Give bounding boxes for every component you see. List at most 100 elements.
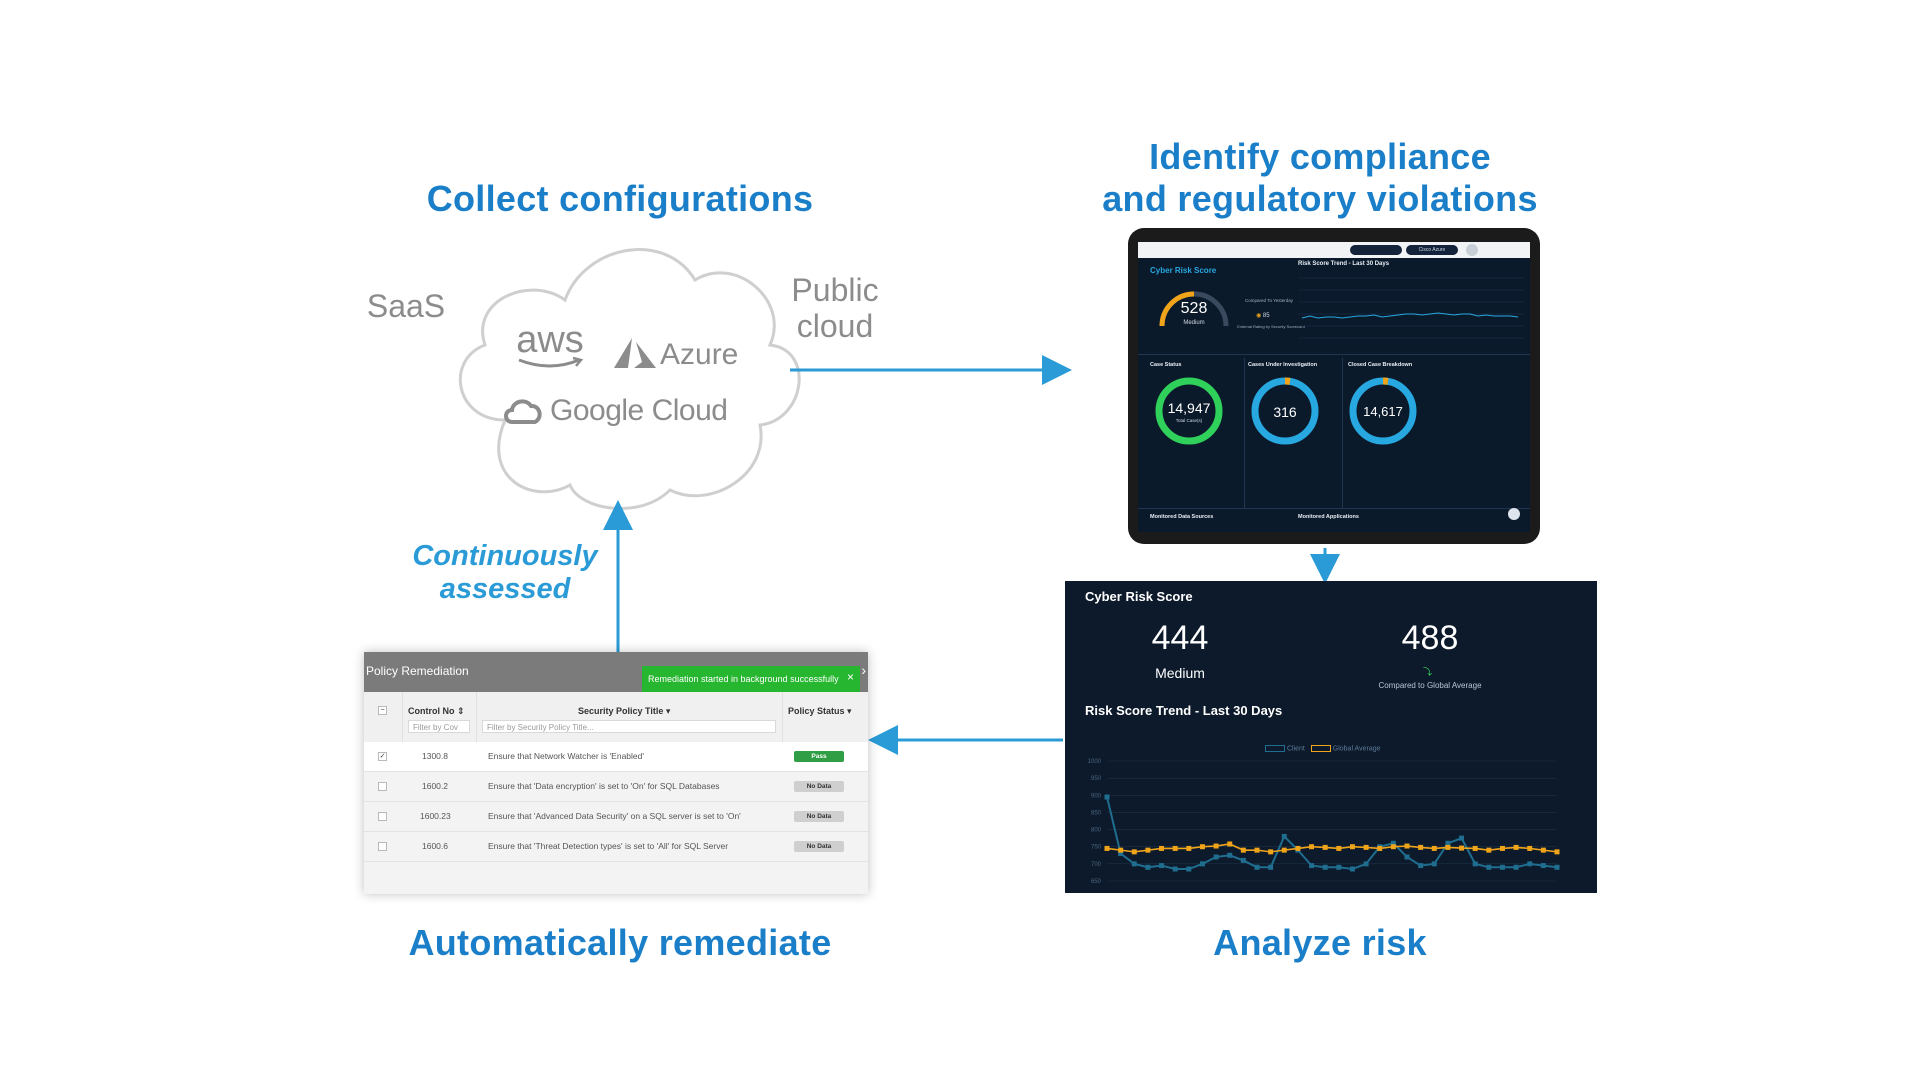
select-all-checkbox[interactable]: − xyxy=(378,706,387,715)
data-point xyxy=(1404,854,1410,860)
status-badge: Pass xyxy=(794,751,844,762)
data-point xyxy=(1418,863,1424,869)
data-point xyxy=(1199,844,1205,850)
data-point xyxy=(1295,845,1301,851)
data-point xyxy=(1527,845,1533,851)
global-score-value: 488 xyxy=(1401,619,1459,657)
data-point xyxy=(1513,844,1519,850)
y-tick-label: 700 xyxy=(1091,862,1102,868)
dashboard-pill-right[interactable]: Cisco Azure xyxy=(1406,245,1458,255)
risk-panel-title: Cyber Risk Score xyxy=(1085,589,1193,604)
data-point xyxy=(1499,845,1505,851)
data-point xyxy=(1554,864,1560,870)
continuously-line1: Continuously xyxy=(412,540,598,572)
row-title: Ensure that 'Advanced Data Security' on … xyxy=(488,811,741,821)
data-point xyxy=(1281,833,1287,839)
public-cloud-label: Public cloud xyxy=(770,272,900,344)
cloud-shape xyxy=(458,248,801,510)
data-point xyxy=(1145,864,1151,870)
data-point xyxy=(1540,863,1546,869)
legend-global-label: Global Average xyxy=(1332,745,1381,753)
row-control: 1300.8 xyxy=(422,751,448,761)
data-point xyxy=(1254,847,1260,853)
heading-remediate: Automatically remediate xyxy=(408,922,832,963)
chart-legend: Client Global Average xyxy=(1265,745,1381,752)
close-icon[interactable]: × xyxy=(846,670,854,684)
filter-control-input[interactable]: Filter by Cov xyxy=(408,720,470,733)
gauge-value: 528 xyxy=(1180,300,1208,317)
scroll-button[interactable] xyxy=(1508,508,1520,520)
chevron-right-icon[interactable]: › xyxy=(861,662,866,678)
data-point xyxy=(1336,864,1342,870)
policy-title: Policy Remediation xyxy=(366,664,469,678)
data-point xyxy=(1499,864,1505,870)
row-checkbox[interactable] xyxy=(378,812,387,821)
data-point xyxy=(1486,847,1492,853)
data-point xyxy=(1472,845,1478,851)
aws-logo: aws xyxy=(505,321,595,370)
external-rating-label: External Rating by Security Scorecard xyxy=(1237,324,1305,329)
data-point xyxy=(1431,845,1437,851)
table-row[interactable]: 1600.23 Ensure that 'Advanced Data Secur… xyxy=(364,802,868,832)
public-cloud-line1: Public xyxy=(791,272,879,308)
table-row[interactable]: ✓ 1300.8 Ensure that Network Watcher is … xyxy=(364,742,868,772)
data-point xyxy=(1377,845,1383,851)
tablet-dashboard: Cisco Azure Cyber Risk Score 528 Medium … xyxy=(1128,228,1540,544)
trend-down-icon: ⤵ xyxy=(1423,667,1433,677)
col-title-header[interactable]: Security Policy Title ▾ xyxy=(578,706,671,716)
heading-collect: Collect configurations xyxy=(426,178,814,219)
series-line-global-average xyxy=(1106,843,1558,853)
data-point xyxy=(1445,844,1451,850)
dashboard-pill-left[interactable] xyxy=(1350,245,1402,255)
table-row[interactable]: 1600.6 Ensure that 'Threat Detection typ… xyxy=(364,832,868,862)
y-tick-label: 1000 xyxy=(1088,759,1102,765)
data-point xyxy=(1309,863,1315,869)
table-row[interactable]: 1600.2 Ensure that 'Data encryption' is … xyxy=(364,772,868,802)
data-point xyxy=(1240,857,1246,863)
col-status-header[interactable]: Policy Status ▾ xyxy=(788,706,852,716)
data-point xyxy=(1349,866,1355,872)
data-point xyxy=(1118,847,1124,853)
legend-client-label: Client xyxy=(1286,745,1305,753)
data-point xyxy=(1486,864,1492,870)
data-point xyxy=(1281,847,1287,853)
data-point xyxy=(1527,861,1533,867)
data-point xyxy=(1118,851,1124,857)
dashboard-divider-h2 xyxy=(1138,508,1530,509)
status-badge: No Data xyxy=(794,781,844,792)
data-point xyxy=(1349,844,1355,850)
y-tick-label: 650 xyxy=(1091,879,1102,885)
row-checkbox[interactable]: ✓ xyxy=(378,752,387,761)
data-point xyxy=(1459,835,1465,841)
saas-label: SaaS xyxy=(366,288,446,324)
row-title: Ensure that 'Data encryption' is set to … xyxy=(488,781,720,791)
data-point xyxy=(1145,847,1151,853)
applications-title: Monitored Applications xyxy=(1298,514,1359,520)
col-control-header[interactable]: Control No ⇕ xyxy=(408,706,465,716)
azure-logo: Azure xyxy=(612,334,772,374)
risk-trend-title: Risk Score Trend - Last 30 Days xyxy=(1085,703,1283,718)
y-tick-label: 900 xyxy=(1091,793,1102,799)
row-checkbox[interactable] xyxy=(378,782,387,791)
heading-identify-line2: and regulatory violations xyxy=(1102,178,1538,219)
tablet-trend-chart xyxy=(1298,277,1524,339)
azure-icon xyxy=(614,338,656,368)
data-point xyxy=(1363,861,1369,867)
data-point xyxy=(1186,845,1192,851)
data-point xyxy=(1268,849,1274,855)
data-point xyxy=(1445,840,1451,846)
data-point xyxy=(1227,841,1233,847)
table-header: − Control No ⇕ Security Policy Title ▾ P… xyxy=(364,692,868,894)
investigation-title: Cases Under Investigation xyxy=(1248,362,1318,368)
analyze-risk-panel: Cyber Risk Score 444 Medium 488 ⤵ Compar… xyxy=(1065,581,1597,893)
data-point xyxy=(1227,852,1233,858)
case-status-title: Case Status xyxy=(1150,362,1182,368)
closed-ring xyxy=(1349,377,1417,445)
row-checkbox[interactable] xyxy=(378,842,387,851)
user-avatar[interactable] xyxy=(1466,244,1478,256)
filter-title-input[interactable]: Filter by Security Policy Title... xyxy=(482,720,776,733)
data-point xyxy=(1431,861,1437,867)
tablet-cyber-risk-title: Cyber Risk Score xyxy=(1150,266,1217,275)
